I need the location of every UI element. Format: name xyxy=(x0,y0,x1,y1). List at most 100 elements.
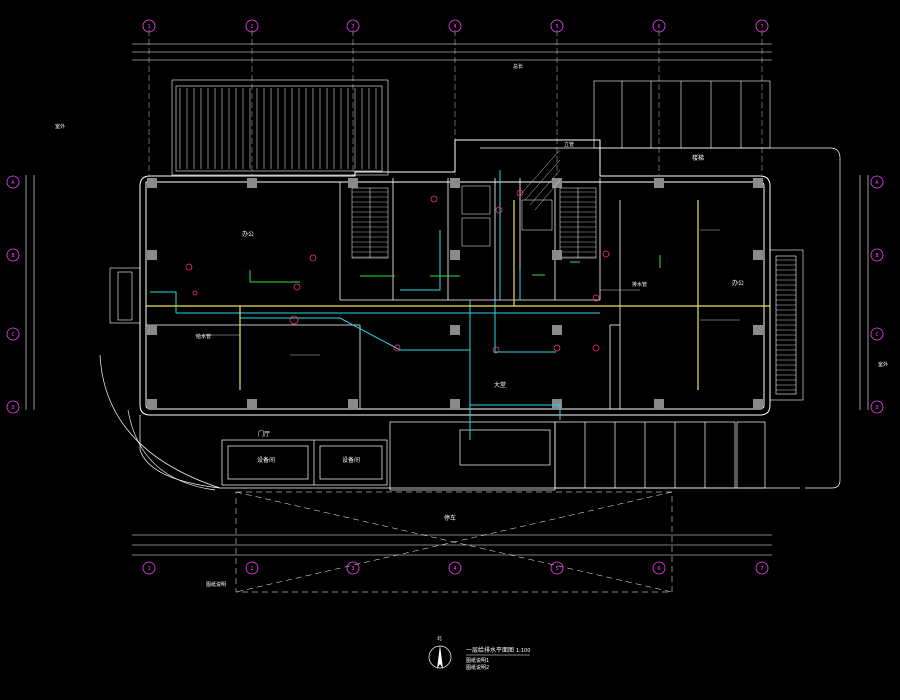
grid-bubble: C xyxy=(870,327,884,341)
grid-bubble: 2 xyxy=(245,561,259,575)
room-label-center-hall: 大堂 xyxy=(494,381,506,389)
grid-bubble-label: 7 xyxy=(760,24,763,30)
grid-bubble-label: 3 xyxy=(351,566,354,572)
lower-canopy xyxy=(235,491,673,593)
left-entrance xyxy=(109,267,141,324)
site-outline xyxy=(99,147,841,491)
column xyxy=(247,178,257,188)
grid-bubble: 7 xyxy=(755,19,769,33)
column xyxy=(147,178,157,188)
grid-bubble: B xyxy=(870,248,884,262)
column xyxy=(753,250,763,260)
pipe-annotations: 给水管 排水管 立管 室外 室外 总长 xyxy=(55,63,888,368)
grid-bubble: 6 xyxy=(652,19,666,33)
grid-bubble: 7 xyxy=(755,561,769,575)
grid-bubble-label: 5 xyxy=(555,566,558,572)
grid-bubble-label: B xyxy=(875,253,878,259)
grid-bubble: 4 xyxy=(448,561,462,575)
column xyxy=(147,250,157,260)
grid-bubble-label: 4 xyxy=(453,566,456,572)
grid-bubble: C xyxy=(6,327,20,341)
pipe-note-2: 排水管 xyxy=(632,281,647,288)
grid-bubble-label: 7 xyxy=(760,566,763,572)
ramp-hatch-lines xyxy=(179,88,377,169)
drainage-pipes xyxy=(146,200,770,390)
grid-bubble-label: A xyxy=(11,180,14,186)
grid-bubble-label: 3 xyxy=(351,24,354,30)
pipe-note-1: 给水管 xyxy=(196,333,211,340)
room-label-left-office: 办公 xyxy=(242,230,254,238)
title-block: 北 一层给排水平面图 1:100 图纸说明1 图纸说明2 xyxy=(428,635,530,671)
grid-bubble-label: 5 xyxy=(555,24,558,30)
room-label-parking: 停车 xyxy=(444,514,456,522)
column xyxy=(450,178,460,188)
grid-bubble-label: D xyxy=(875,405,878,411)
grid-bubble-label: 1 xyxy=(147,24,150,30)
interior-walls xyxy=(146,178,621,409)
column xyxy=(348,178,358,188)
grid-bubble: 3 xyxy=(346,19,360,33)
grid-bubble: B xyxy=(6,248,20,262)
stair-treads xyxy=(352,191,596,258)
column xyxy=(450,250,460,260)
grid-bubble: 1 xyxy=(142,19,156,33)
room-label-store-1: 设备间 xyxy=(257,456,275,464)
grid-bubble-label: 2 xyxy=(250,24,253,30)
grid-bubble: 6 xyxy=(652,561,666,575)
grid-bubble-label: 6 xyxy=(657,566,660,572)
column xyxy=(247,399,257,409)
column xyxy=(348,399,358,409)
column xyxy=(147,325,157,335)
outside-label-right: 室外 xyxy=(878,361,888,368)
grid-bubble: D xyxy=(6,400,20,414)
grid-bubble: 5 xyxy=(550,561,564,575)
grid-bubble-label: C xyxy=(875,332,878,338)
room-label-lobby: 门厅 xyxy=(258,430,270,438)
grid-bubble: 1 xyxy=(142,561,156,575)
column xyxy=(552,178,562,188)
ramp-hatch xyxy=(171,79,389,176)
north-arrow-pointer xyxy=(437,645,443,669)
drawing-scale: 1:100 xyxy=(516,648,530,654)
grid-bubble: A xyxy=(6,175,20,189)
title-note-2: 图纸说明2 xyxy=(466,664,489,671)
title-note-1: 图纸说明1 xyxy=(466,657,489,664)
bottom-note: 图纸说明 xyxy=(206,581,226,588)
parking-top-right xyxy=(593,80,771,149)
grid-bubble: 5 xyxy=(550,19,564,33)
north-label: 北 xyxy=(437,635,442,642)
column xyxy=(552,250,562,260)
riser-note: 立管 xyxy=(564,141,574,148)
column xyxy=(753,325,763,335)
grid-bubble-label: D xyxy=(11,405,14,411)
grid-bubble-label: 1 xyxy=(147,566,150,572)
structural-columns xyxy=(147,178,763,409)
top-dimension-lines xyxy=(132,43,772,61)
hot-water-pipes xyxy=(249,255,661,283)
column xyxy=(450,399,460,409)
grid-bubble: 4 xyxy=(448,19,462,33)
grid-bubble-label: 2 xyxy=(250,566,253,572)
leader-lines xyxy=(195,149,740,356)
interior-stairs xyxy=(351,185,597,259)
grid-bubble: D xyxy=(870,400,884,414)
column xyxy=(753,178,763,188)
bottom-dimension-lines xyxy=(132,534,772,556)
side-dimension-lines xyxy=(25,175,869,410)
room-label-right-room: 办公 xyxy=(732,279,744,287)
room-label-store-2: 设备间 xyxy=(342,456,360,464)
grid-bubble-label: C xyxy=(11,332,14,338)
column xyxy=(654,178,664,188)
grid-bubble: 3 xyxy=(346,561,360,575)
right-stair-treads xyxy=(776,259,796,391)
column xyxy=(753,399,763,409)
pipe-fixture-markers xyxy=(185,189,610,354)
drawing-title: 一层给排水平面图 xyxy=(466,646,514,654)
lower-annex xyxy=(221,421,766,491)
grid-bubble-label: 6 xyxy=(657,24,660,30)
room-labels: 办公 大堂 办公 门厅 设备间 设备间 停车 楼梯 xyxy=(242,154,744,522)
grid-bubble-label: 4 xyxy=(453,24,456,30)
grid-bubble: 2 xyxy=(245,19,259,33)
